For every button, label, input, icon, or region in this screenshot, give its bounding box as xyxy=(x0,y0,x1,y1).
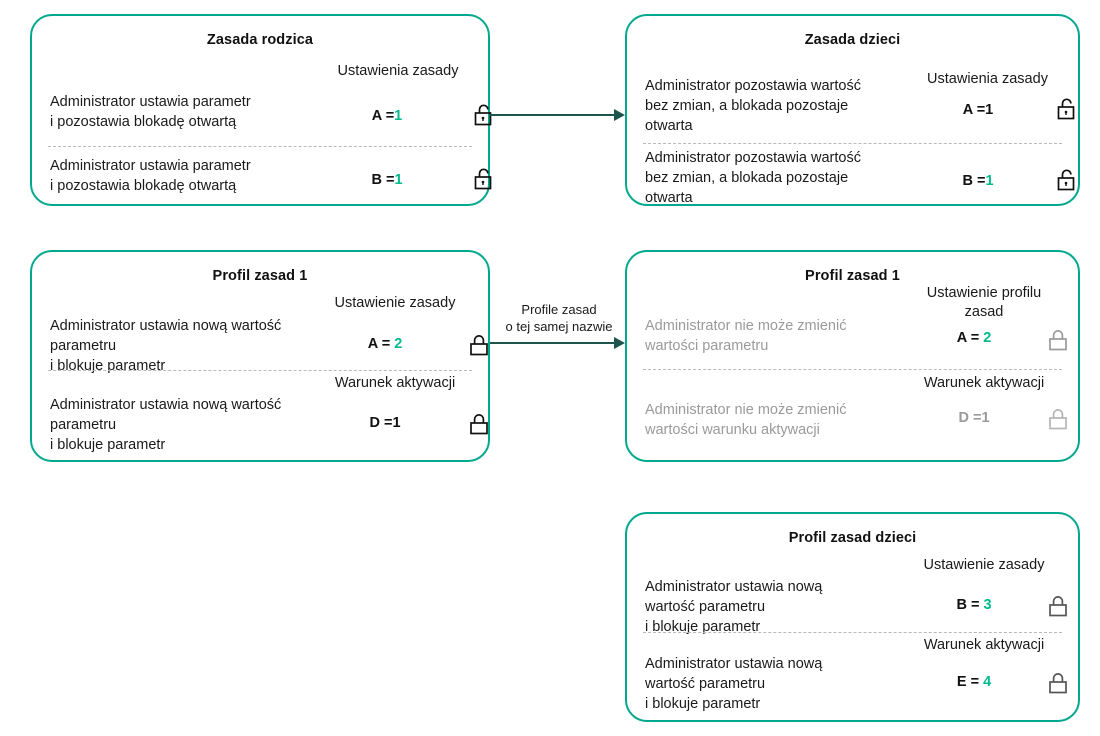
row-description: Administrator ustawia nową wartość param… xyxy=(645,579,823,635)
param-name: B xyxy=(956,597,967,613)
arrow-shaft xyxy=(490,342,616,344)
column-header: Warunek aktywacji xyxy=(923,637,1045,653)
equals-sign: = xyxy=(976,102,986,118)
row-value: B =1 xyxy=(923,173,1033,189)
arrow-profile-to-profile xyxy=(490,337,625,349)
param-value: 2 xyxy=(394,336,403,352)
locked-icon xyxy=(468,332,492,358)
param-name: A xyxy=(956,330,967,346)
row-value: A =1 xyxy=(332,108,442,124)
row-value: A = 2 xyxy=(919,330,1029,346)
equals-sign: = xyxy=(385,172,395,188)
row-value: D =1 xyxy=(330,415,440,431)
column-header: Ustawienie zasady xyxy=(334,295,456,311)
card-child-policy-profile: Profil zasad dzieci Ustawienie zasady Ad… xyxy=(625,512,1080,722)
column-header: Ustawienia zasady xyxy=(337,63,459,79)
row-divider xyxy=(48,370,472,371)
row-value: E = 4 xyxy=(919,674,1029,690)
column-header: Ustawienia zasady xyxy=(927,71,1048,87)
equals-sign: = xyxy=(385,108,395,124)
card-title: Profil zasad 1 xyxy=(805,268,900,284)
param-value: 1 xyxy=(392,415,401,431)
locked-icon xyxy=(1047,327,1071,353)
column-header: Warunek aktywacji xyxy=(334,375,456,391)
row-value: A =1 xyxy=(923,102,1033,118)
equals-sign: = xyxy=(970,597,980,613)
param-value: 1 xyxy=(985,102,994,118)
param-name: B xyxy=(962,173,973,189)
card-policy-profile-1-left: Profil zasad 1 Ustawienie zasady Adminis… xyxy=(30,250,490,462)
row-value: B =1 xyxy=(332,172,442,188)
row-description: Administrator ustawia nową wartość param… xyxy=(50,397,282,453)
locked-icon xyxy=(1047,593,1071,619)
card-parent-policy: Zasada rodzica Ustawienia zasady Adminis… xyxy=(30,14,492,206)
param-name: D xyxy=(958,410,969,426)
arrow-middle-label: Profile zasad o tej samej nazwie xyxy=(505,302,613,334)
param-name: D xyxy=(369,415,380,431)
equals-sign: = xyxy=(976,173,986,189)
unlocked-icon xyxy=(1055,96,1079,122)
param-value: 3 xyxy=(983,597,992,613)
arrow-parent-to-child xyxy=(490,109,625,121)
locked-icon xyxy=(468,411,492,437)
param-name: E xyxy=(956,674,967,690)
param-name: A xyxy=(367,336,378,352)
locked-icon xyxy=(1047,670,1071,696)
card-policy-profile-1-right: Profil zasad 1 Ustawienie profilu zasad … xyxy=(625,250,1080,462)
param-name: B xyxy=(371,172,382,188)
column-header: Ustawienie zasady xyxy=(923,557,1045,573)
row-value: D =1 xyxy=(919,410,1029,426)
row-description: Administrator ustawia parametr i pozosta… xyxy=(50,158,251,194)
card-title: Zasada dzieci xyxy=(804,32,901,48)
row-description: Administrator nie może zmienić wartości … xyxy=(645,318,847,354)
arrow-shaft xyxy=(490,114,616,116)
unlocked-icon xyxy=(472,166,496,192)
row-divider xyxy=(48,146,472,147)
arrow-head xyxy=(614,109,625,121)
param-name: A xyxy=(962,102,973,118)
param-value: 1 xyxy=(394,108,403,124)
unlocked-icon xyxy=(472,102,496,128)
card-title: Profil zasad dzieci xyxy=(788,530,917,546)
equals-sign: = xyxy=(383,415,393,431)
equals-sign: = xyxy=(970,674,980,690)
equals-sign: = xyxy=(381,336,391,352)
arrow-head xyxy=(614,337,625,349)
equals-sign: = xyxy=(972,410,982,426)
param-value: 4 xyxy=(983,674,992,690)
row-description: Administrator ustawia nową wartość param… xyxy=(645,656,823,712)
card-title: Zasada rodzica xyxy=(206,32,314,48)
row-value: B = 3 xyxy=(919,597,1029,613)
row-description: Administrator pozostawia wartość bez zmi… xyxy=(645,78,861,134)
column-header: Ustawienie profilu zasad xyxy=(926,285,1042,320)
card-child-policy: Zasada dzieci Ustawienia zasady Administ… xyxy=(625,14,1080,206)
locked-icon xyxy=(1047,406,1071,432)
card-title: Profil zasad 1 xyxy=(212,268,308,284)
param-value: 1 xyxy=(394,172,403,188)
row-divider xyxy=(643,143,1062,144)
equals-sign: = xyxy=(970,330,980,346)
column-header: Warunek aktywacji xyxy=(923,375,1045,391)
param-value: 1 xyxy=(985,173,994,189)
param-name: A xyxy=(371,108,382,124)
row-description: Administrator ustawia nową wartość param… xyxy=(50,318,282,374)
row-description: Administrator pozostawia wartość bez zmi… xyxy=(645,150,861,206)
unlocked-icon xyxy=(1055,167,1079,193)
row-description: Administrator nie może zmienić wartości … xyxy=(645,402,847,438)
row-value: A = 2 xyxy=(330,336,440,352)
param-value: 2 xyxy=(983,330,992,346)
row-divider xyxy=(643,369,1062,370)
row-description: Administrator ustawia parametr i pozosta… xyxy=(50,94,251,130)
row-divider xyxy=(643,632,1062,633)
param-value: 1 xyxy=(981,410,990,426)
